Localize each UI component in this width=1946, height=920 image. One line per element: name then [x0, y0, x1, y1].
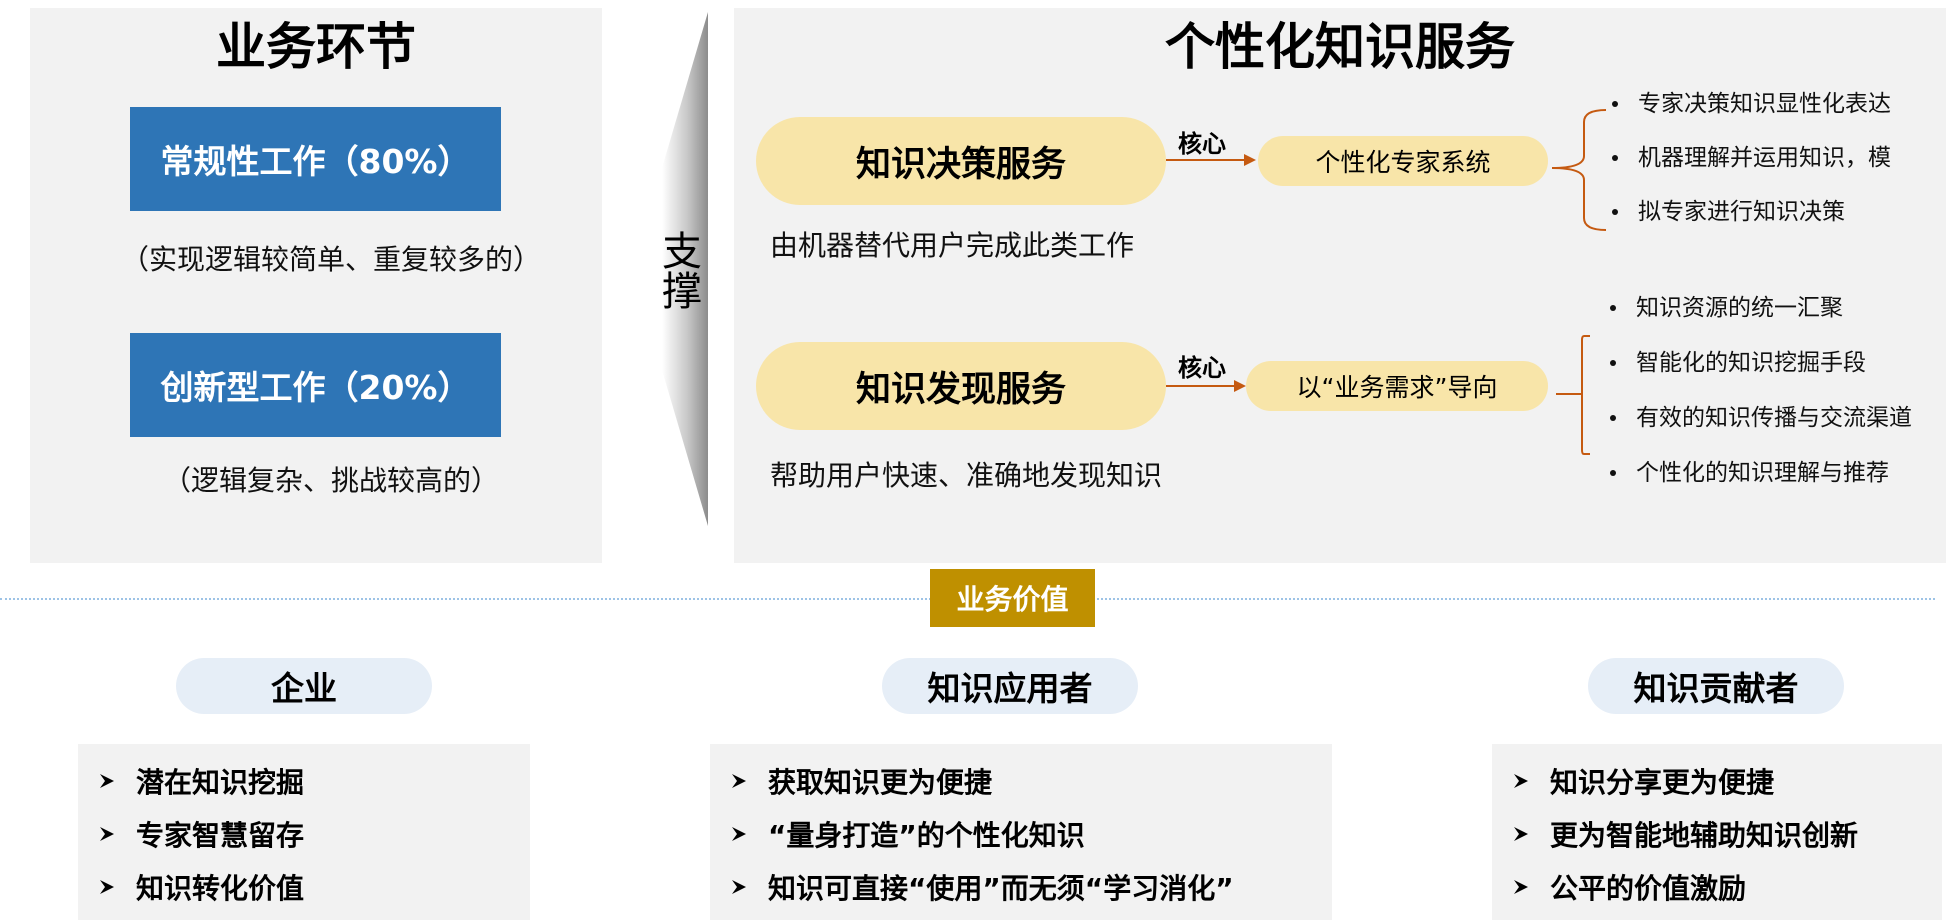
- arrowhead-bullet-icon: [710, 825, 768, 843]
- decision-arrow: [1166, 154, 1256, 166]
- business-stage-title: 业务环节: [216, 18, 416, 76]
- list-item: 拟专家进行知识决策: [1608, 194, 1891, 230]
- business-stage-panel: [30, 8, 602, 563]
- list-item: 获取知识更为便捷: [710, 754, 1332, 807]
- discovery-bullet-list: 知识资源的统一汇聚 智能化的知识挖掘手段 有效的知识传播与交流渠道 个性化的知识…: [1606, 290, 1912, 491]
- list-item: 专家智慧留存: [78, 807, 530, 860]
- knowledge-contributor-benefits: 知识分享更为便捷 更为智能地辅助知识创新 公平的价值激励: [1492, 744, 1942, 920]
- arrowhead-bullet-icon: [1492, 825, 1550, 843]
- knowledge-user-benefits: 获取知识更为便捷 “量身打造”的个性化知识 知识可直接“使用”而无须“学习消化”: [710, 744, 1332, 920]
- list-item: 有效的知识传播与交流渠道: [1606, 400, 1912, 436]
- list-item: 个性化的知识理解与推荐: [1606, 455, 1912, 491]
- arrowhead-bullet-icon: [710, 772, 768, 790]
- discovery-service-desc: 帮助用户快速、准确地发现知识: [770, 459, 1163, 492]
- innovative-work-box: 创新型工作（20%）: [130, 333, 501, 437]
- list-item-text: 获取知识更为便捷: [768, 765, 993, 799]
- knowledge-service-title: 个性化知识服务: [1165, 18, 1515, 76]
- discovery-brace: [1556, 335, 1590, 455]
- arrowhead-bullet-icon: [1492, 772, 1550, 790]
- list-item: 知识转化价值: [78, 860, 530, 913]
- innovative-work-note: （逻辑复杂、挑战较高的）: [162, 464, 499, 497]
- decision-bullet-list: 专家决策知识显性化表达 机器理解并运用知识，模 拟专家进行知识决策: [1608, 86, 1891, 230]
- routine-work-box: 常规性工作（80%）: [130, 107, 501, 211]
- arrowhead-bullet-icon: [710, 878, 768, 896]
- list-item-text: 公平的价值激励: [1550, 871, 1747, 905]
- list-item: 潜在知识挖掘: [78, 754, 530, 807]
- decision-core-label: 核心: [1178, 130, 1226, 158]
- list-item-text: 知识转化价值: [136, 871, 305, 905]
- list-item: 知识可直接“使用”而无须“学习消化”: [710, 860, 1332, 913]
- list-item-text: 潜在知识挖掘: [136, 765, 305, 799]
- personalized-expert-system: 个性化专家系统: [1258, 136, 1548, 186]
- arrowhead-bullet-icon: [78, 772, 136, 790]
- list-item: 机器理解并运用知识，模: [1608, 140, 1891, 176]
- decision-brace: [1551, 109, 1607, 231]
- business-value-badge: 业务价值: [930, 569, 1095, 627]
- audience-knowledge-user: 知识应用者: [882, 658, 1138, 714]
- list-item: 知识资源的统一汇聚: [1606, 290, 1912, 326]
- business-demand-oriented: 以“业务需求”导向: [1246, 361, 1548, 411]
- discovery-arrow: [1166, 380, 1246, 392]
- knowledge-discovery-service: 知识发现服务: [756, 342, 1166, 430]
- list-item-text: 专家智慧留存: [136, 818, 305, 852]
- knowledge-service-panel: [734, 8, 1946, 563]
- arrowhead-bullet-icon: [78, 878, 136, 896]
- discovery-core-label: 核心: [1178, 354, 1226, 382]
- arrowhead-bullet-icon: [1492, 878, 1550, 896]
- list-item: 智能化的知识挖掘手段: [1606, 345, 1912, 381]
- support-wedge: [662, 12, 708, 526]
- list-item-text: 知识可直接“使用”而无须“学习消化”: [768, 871, 1234, 905]
- list-item: 专家决策知识显性化表达: [1608, 86, 1891, 122]
- list-item-text: 知识分享更为便捷: [1550, 765, 1775, 799]
- enterprise-benefits: 潜在知识挖掘 专家智慧留存 知识转化价值: [78, 744, 530, 920]
- list-item: “量身打造”的个性化知识: [710, 807, 1332, 860]
- list-item: 更为智能地辅助知识创新: [1492, 807, 1942, 860]
- list-item: 公平的价值激励: [1492, 860, 1942, 913]
- list-item: 知识分享更为便捷: [1492, 754, 1942, 807]
- decision-service-desc: 由机器替代用户完成此类工作: [770, 229, 1135, 262]
- list-item-text: “量身打造”的个性化知识: [768, 818, 1085, 852]
- audience-knowledge-contributor: 知识贡献者: [1588, 658, 1844, 714]
- arrowhead-bullet-icon: [78, 825, 136, 843]
- routine-work-note: （实现逻辑较简单、重复较多的）: [120, 243, 541, 276]
- list-item-text: 更为智能地辅助知识创新: [1550, 818, 1859, 852]
- support-label: 支撑: [655, 230, 701, 310]
- audience-enterprise: 企业: [176, 658, 432, 714]
- knowledge-decision-service: 知识决策服务: [756, 117, 1166, 205]
